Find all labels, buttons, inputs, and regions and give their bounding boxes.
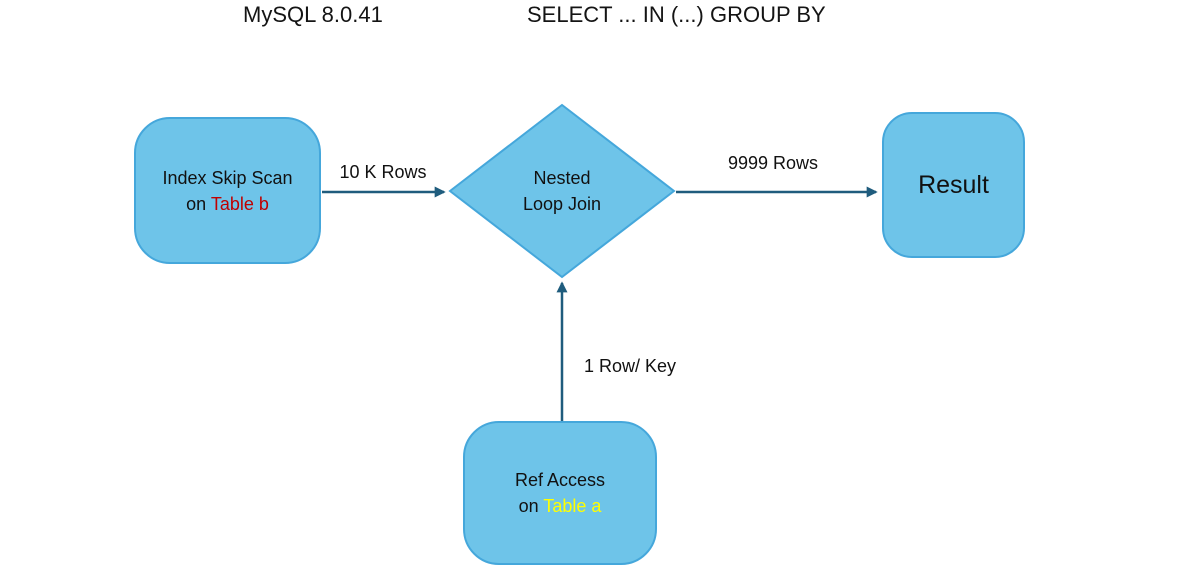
node-nested-loop-join-label: Nested Loop Join <box>450 105 674 277</box>
ref-access-line1: Ref Access <box>514 470 606 490</box>
edge-label-1-row-key: 1 Row/ Key <box>584 356 677 376</box>
ref-access-on-label: on <box>518 496 544 516</box>
node-index-skip-scan: Index Skip Scan on Table b <box>134 117 321 264</box>
title-query: SELECT ... IN (...) GROUP BY <box>527 2 826 27</box>
node-ref-access: Ref Access on Table a <box>463 421 657 565</box>
index-skip-scan-line1: Index Skip Scan <box>162 167 293 188</box>
ref-access-line2: on Table a <box>519 493 602 519</box>
node-result: Result <box>882 112 1025 258</box>
title-mysql-version: MySQL 8.0.41 <box>243 2 383 27</box>
table-a-label: Table a <box>543 496 602 516</box>
index-skip-scan-line2: on Table b <box>186 191 269 217</box>
nested-loop-join-diamond <box>448 103 676 279</box>
nested-loop-join-line1: Nested <box>533 168 591 188</box>
nested-loop-join-line2: Loop Join <box>522 194 602 214</box>
edge-label-9999-rows: 9999 Rows <box>727 153 819 173</box>
table-b-label: Table b <box>210 193 269 214</box>
index-skip-scan-on-label: on <box>186 193 211 214</box>
result-label: Result <box>918 171 989 199</box>
edge-label-10k-rows: 10 K Rows <box>339 162 427 182</box>
